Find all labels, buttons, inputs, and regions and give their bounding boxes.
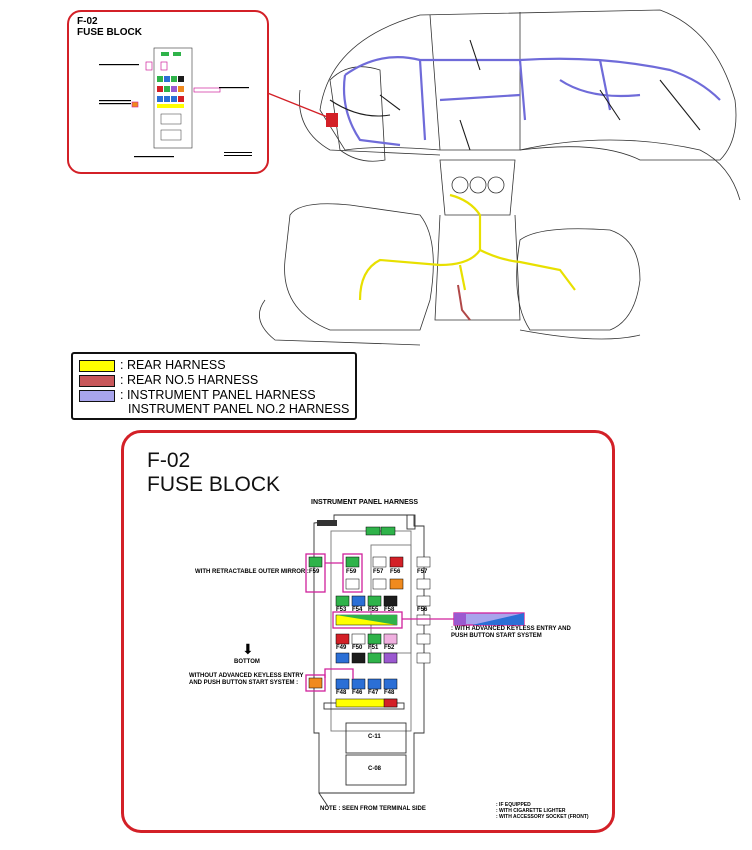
legend-swatch-instrument	[79, 390, 115, 402]
connector-label-c08: C-08	[368, 766, 382, 772]
fuse-label: F46	[352, 690, 363, 696]
connector-label-c11: C-11	[368, 734, 381, 740]
fuse-block-title: FUSE BLOCK	[147, 473, 281, 496]
key-accessory-socket: : WITH ACCESSORY SOCKET (FRONT)	[496, 814, 589, 820]
fuse-label: F48	[336, 690, 347, 696]
fuse-block-drawing	[305, 514, 525, 809]
fuse-label: F57	[417, 569, 428, 575]
fuse-label: F52	[384, 645, 395, 651]
inset-title: FUSE BLOCK	[77, 27, 142, 38]
inset-fuse-thumbnail	[99, 47, 252, 158]
legend-key: : IF EQUIPPED : WITH CIGARETTE LIGHTER :…	[496, 802, 589, 820]
key-if-equipped: : IF EQUIPPED	[496, 802, 531, 808]
vehicle-harness-diagram	[258, 9, 741, 346]
note-terminal-side: NOTE : SEEN FROM TERMINAL SIDE	[320, 806, 426, 812]
note-advanced-keyless: : WITH ADVANCED KEYLESS ENTRY AND PUSH B…	[451, 626, 571, 639]
fuse-label: F47	[368, 690, 379, 696]
key-cigarette-lighter: : WITH CIGARETTE LIGHTER	[496, 808, 566, 814]
legend-label-rear-no5: : REAR NO.5 HARNESS	[120, 373, 259, 387]
fuse-label: F54	[352, 607, 363, 613]
fuse-block-code: F-02	[147, 449, 191, 472]
legend-swatch-rear	[79, 360, 115, 372]
fuse-block-detail: F-02 FUSE BLOCK INSTRUMENT PANEL HARNESS…	[121, 430, 615, 833]
fuse-label: F50	[352, 645, 363, 651]
fuse-label: F57	[373, 569, 384, 575]
legend-swatch-rear-no5	[79, 375, 115, 387]
fuse-label: F55	[368, 607, 379, 613]
fuse-label: F48	[384, 690, 395, 696]
fuse-label: F53	[336, 607, 347, 613]
legend-label-instrument-no2: INSTRUMENT PANEL NO.2 HARNESS	[128, 402, 350, 416]
fuse-label: F59	[309, 569, 320, 575]
bottom-label: BOTTOM	[234, 659, 260, 665]
fuse-label: F56	[390, 569, 401, 575]
fuse-label: F51	[368, 645, 379, 651]
inset-code: F-02	[77, 16, 98, 27]
fuse-label: F58	[384, 607, 395, 613]
harness-label: INSTRUMENT PANEL HARNESS	[311, 499, 419, 506]
arrow-down-icon: ⬇	[242, 641, 254, 657]
note-without-advanced-keyless: WITHOUT ADVANCED KEYLESS ENTRY AND PUSH …	[189, 673, 304, 686]
fuse-block-inset[interactable]: F-02 FUSE BLOCK	[67, 10, 269, 174]
fuse-label: F49	[336, 645, 347, 651]
note-retractable-mirror: WITH RETRACTABLE OUTER MIRROR :	[195, 569, 309, 575]
legend-label-instrument: : INSTRUMENT PANEL HARNESS	[120, 388, 316, 402]
fuse-label: F59	[346, 569, 357, 575]
legend-label-rear: : REAR HARNESS	[120, 358, 226, 372]
fuse-label: F56	[417, 607, 428, 613]
harness-legend: : REAR HARNESS : REAR NO.5 HARNESS : INS…	[71, 352, 357, 420]
